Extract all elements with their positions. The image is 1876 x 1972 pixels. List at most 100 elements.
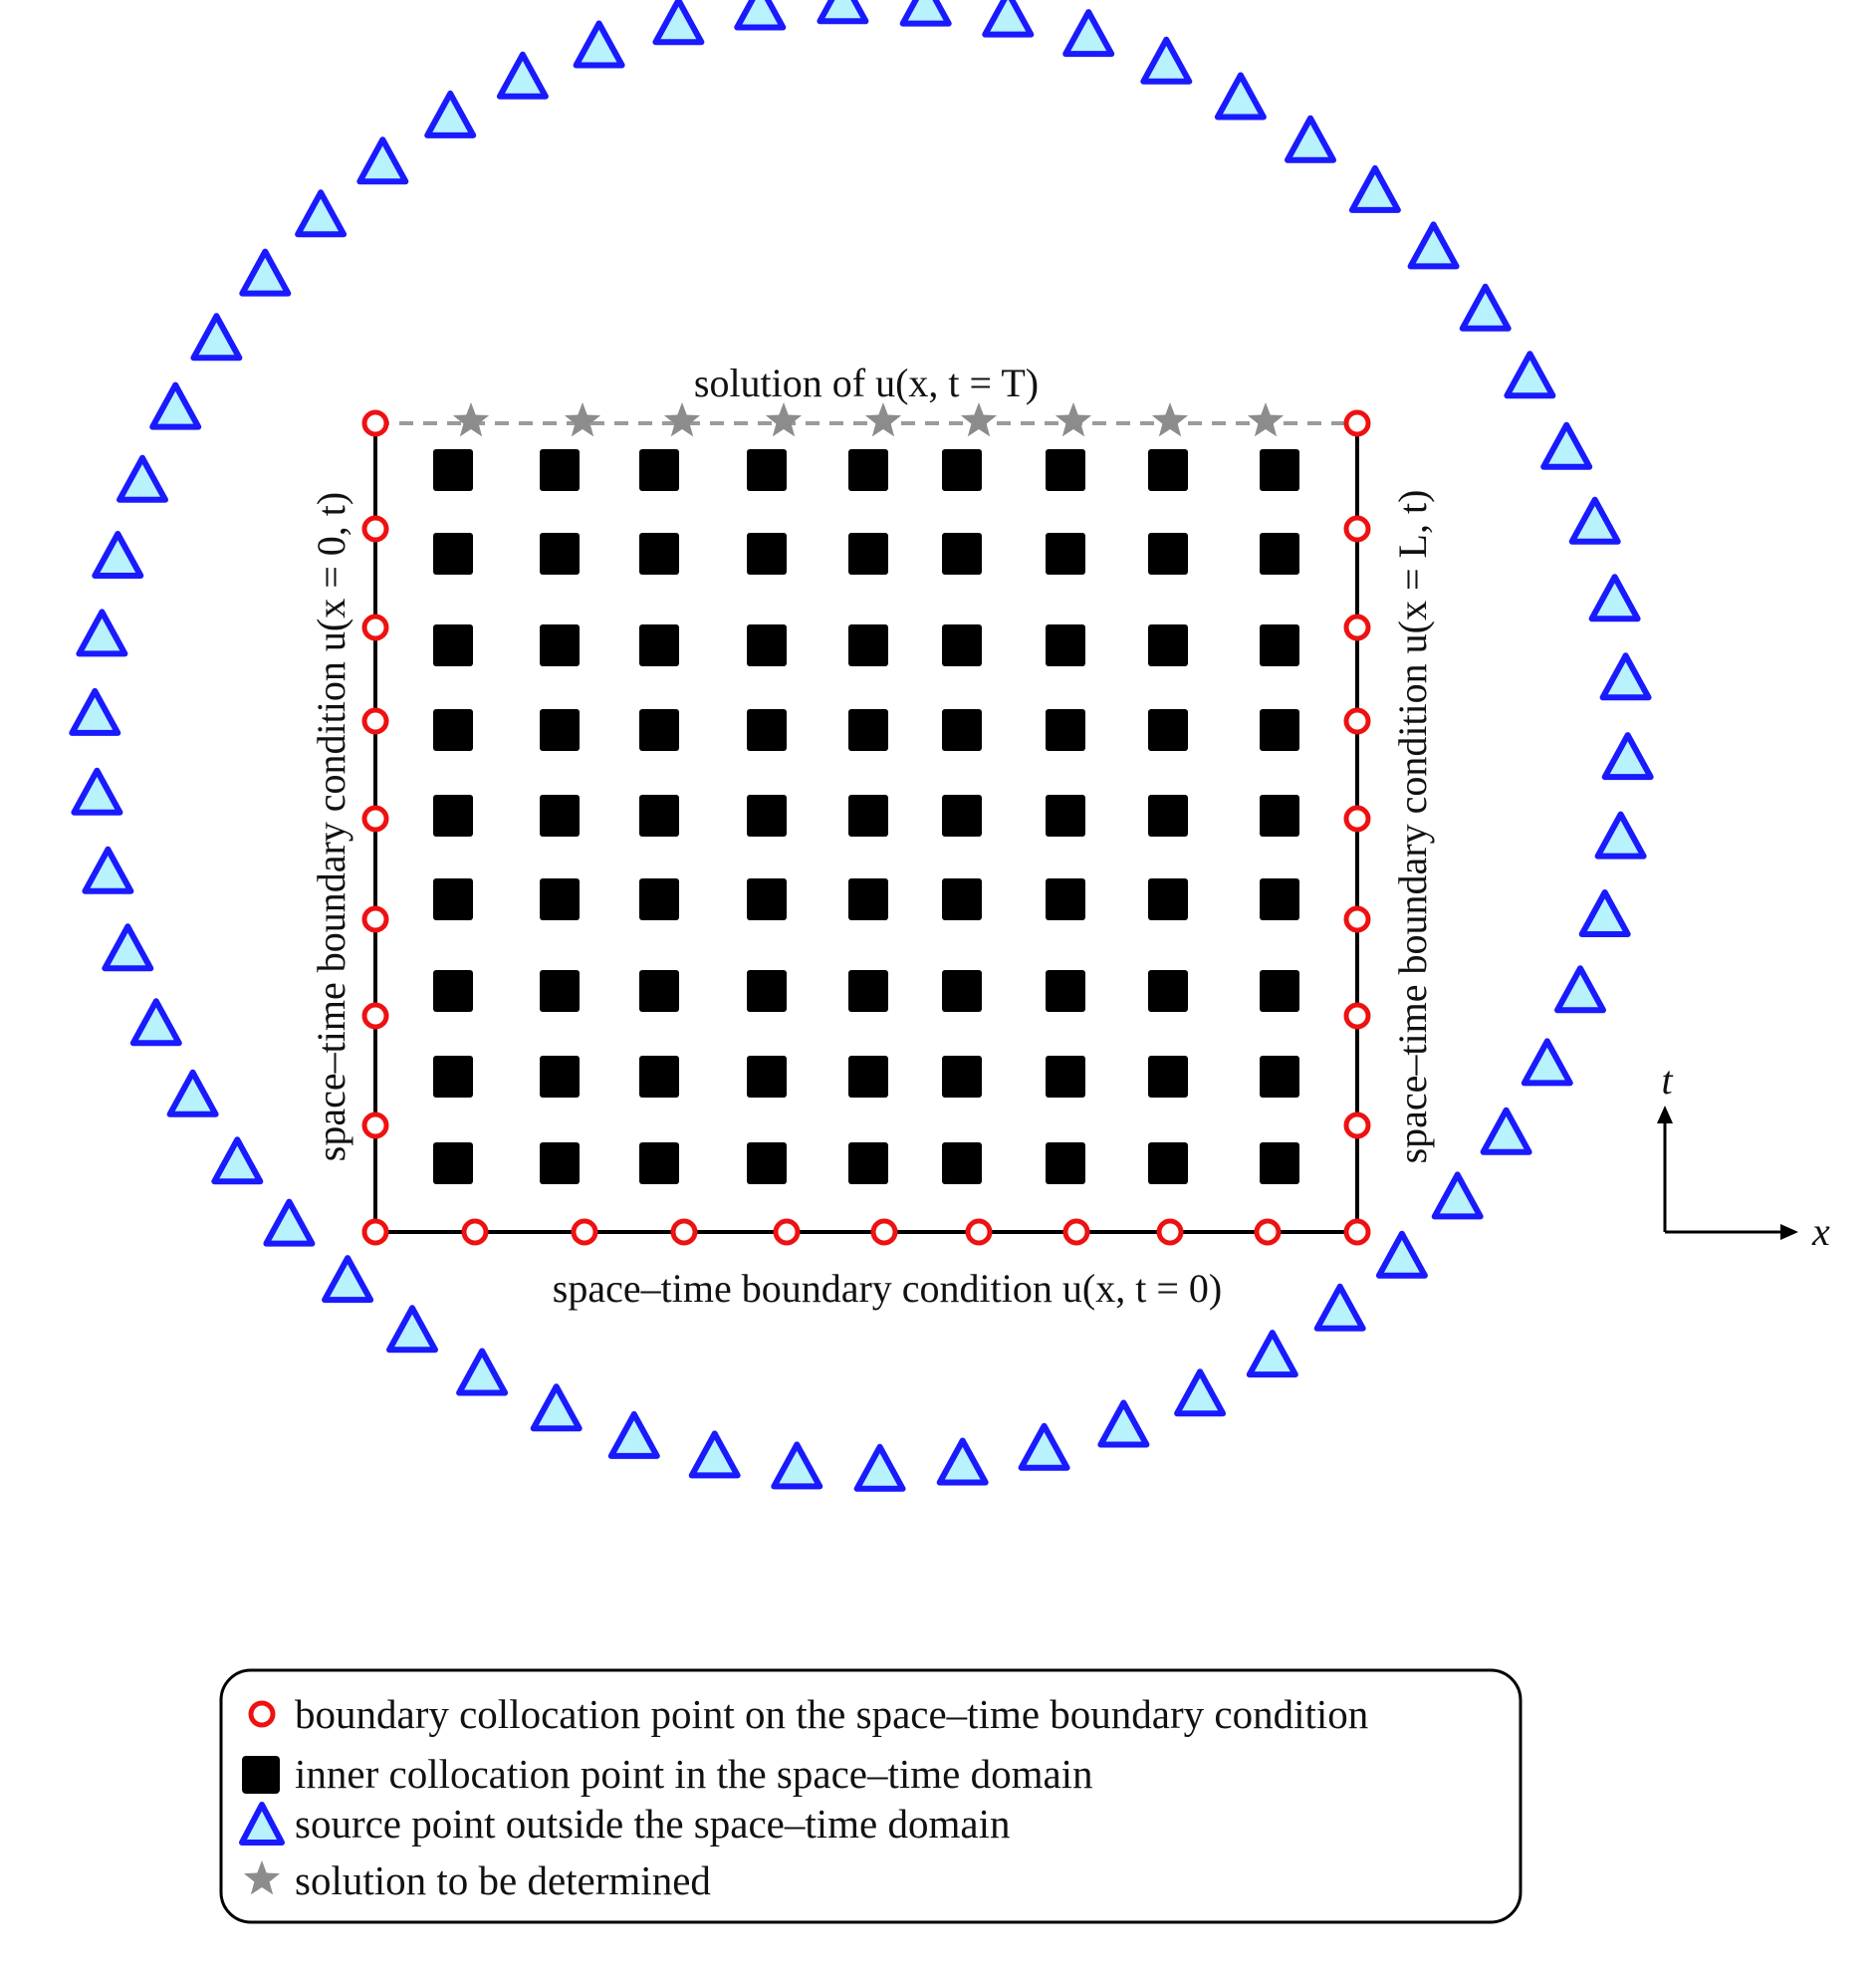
source-point-triangle xyxy=(71,767,123,816)
inner-collocation-square xyxy=(1260,970,1299,1012)
inner-collocation-square xyxy=(1046,795,1085,837)
inner-collocation-square xyxy=(747,795,787,837)
source-point-triangle xyxy=(1431,1171,1484,1220)
inner-collocation-square xyxy=(1148,1142,1188,1184)
solution-star xyxy=(1247,402,1285,437)
t-axis-arrowhead xyxy=(1657,1106,1673,1123)
boundary-collocation-circle xyxy=(1343,614,1371,641)
source-point-triangle xyxy=(211,1136,264,1185)
inner-collocation-square xyxy=(848,624,888,666)
inner-collocation-square xyxy=(433,533,473,575)
source-points xyxy=(69,0,1654,1492)
inner-collocation-square xyxy=(1148,533,1188,575)
source-point-triangle xyxy=(386,1305,438,1354)
source-point-triangle xyxy=(1375,1230,1428,1279)
inner-collocation-square xyxy=(639,795,679,837)
inner-collocation-square xyxy=(1046,449,1085,491)
inner-collocation-square xyxy=(1148,795,1188,837)
left-label: space–time boundary condition u(x = 0, t… xyxy=(309,492,353,1161)
inner-collocation-square xyxy=(1046,970,1085,1012)
t-axis-label: t xyxy=(1661,1058,1673,1103)
source-point-triangle xyxy=(1554,965,1606,1014)
inner-collocation-square xyxy=(747,449,787,491)
source-point-triangle xyxy=(129,998,182,1047)
inner-collocation-square xyxy=(747,1142,787,1184)
source-point-triangle xyxy=(263,1198,316,1247)
axes-indicator: t x xyxy=(1657,1058,1830,1254)
legend-box xyxy=(219,1668,1523,1924)
boundary-collocation-circle xyxy=(773,1218,801,1246)
inner-collocation-square xyxy=(1046,878,1085,920)
boundary-collocation-circle xyxy=(1343,707,1371,735)
inner-collocation-square xyxy=(433,1142,473,1184)
solution-star xyxy=(864,402,902,437)
inner-collocation-square xyxy=(433,624,473,666)
source-point-triangle xyxy=(1578,889,1631,937)
source-point-triangle xyxy=(1521,1038,1573,1087)
source-point-triangle xyxy=(295,189,348,238)
solution-star xyxy=(1055,402,1092,437)
legend-solution-text: solution to be determined xyxy=(295,1857,711,1903)
source-point-triangle xyxy=(1480,1107,1532,1155)
inner-collocation-square xyxy=(639,878,679,920)
boundary-collocation-circle xyxy=(1343,1111,1371,1139)
inner-collocation-square xyxy=(1148,449,1188,491)
source-point-triangle xyxy=(1588,574,1641,622)
source-point-triangle xyxy=(322,1255,374,1304)
source-point-triangle xyxy=(1062,9,1115,58)
source-point-triangle xyxy=(356,136,409,185)
inner-collocation-square xyxy=(639,709,679,751)
legend-boundary-marker xyxy=(248,1700,276,1728)
inner-collocation-square xyxy=(942,1056,982,1098)
inner-collocation-square xyxy=(848,1056,888,1098)
inner-collocation-square xyxy=(1148,878,1188,920)
source-point-triangle xyxy=(936,1437,989,1486)
source-point-triangle xyxy=(607,1410,660,1459)
legend-source-marker xyxy=(239,1802,285,1846)
source-point-triangle xyxy=(1018,1422,1070,1471)
source-point-triangle xyxy=(982,0,1035,38)
source-point-triangle xyxy=(496,51,549,100)
inner-collocation-square xyxy=(433,709,473,751)
inner-collocation-square xyxy=(639,1056,679,1098)
source-point-triangle xyxy=(166,1069,219,1117)
inner-collocation-square xyxy=(1260,1142,1299,1184)
solution-star xyxy=(564,402,601,437)
boundary-collocation-circle xyxy=(361,1002,389,1030)
boundary-collocation-circle xyxy=(571,1218,598,1246)
source-point-triangle xyxy=(102,923,154,972)
boundary-collocation-circle xyxy=(870,1218,898,1246)
boundary-collocation-circle xyxy=(361,1218,389,1246)
source-point-triangle xyxy=(734,0,787,31)
inner-collocation-square xyxy=(1148,1056,1188,1098)
source-point-triangle xyxy=(424,90,477,138)
top-label: solution of u(x, t = T) xyxy=(694,361,1039,405)
inner-collocation-square xyxy=(1046,1142,1085,1184)
source-point-triangle xyxy=(1459,283,1512,332)
inner-collocation-square xyxy=(1046,624,1085,666)
boundary-collocation-circle xyxy=(1343,905,1371,933)
boundary-collocation-circle xyxy=(1343,409,1371,437)
source-point-triangle xyxy=(1594,811,1647,860)
source-point-triangle xyxy=(1504,351,1556,399)
inner-collocation-points xyxy=(433,449,1299,1184)
inner-collocation-square xyxy=(942,878,982,920)
inner-collocation-square xyxy=(1148,709,1188,751)
source-point-triangle xyxy=(190,313,243,362)
inner-collocation-square xyxy=(540,1056,580,1098)
source-point-triangle xyxy=(771,1441,823,1490)
legend-boundary-text: boundary collocation point on the space–… xyxy=(295,1691,1368,1737)
inner-collocation-square xyxy=(747,970,787,1012)
solution-star xyxy=(960,402,998,437)
boundary-collocation-circle xyxy=(965,1218,993,1246)
bottom-label: space–time boundary condition u(x, t = 0… xyxy=(553,1266,1222,1311)
source-point-triangle xyxy=(652,0,705,46)
inner-collocation-square xyxy=(639,449,679,491)
boundary-collocation-circle xyxy=(361,805,389,833)
inner-collocation-square xyxy=(540,709,580,751)
source-point-triangle xyxy=(1601,732,1654,781)
right-label: space–time boundary condition u(x = L, t… xyxy=(1390,490,1435,1164)
inner-collocation-square xyxy=(848,1142,888,1184)
solution-points xyxy=(452,402,1285,437)
inner-collocation-square xyxy=(1046,709,1085,751)
